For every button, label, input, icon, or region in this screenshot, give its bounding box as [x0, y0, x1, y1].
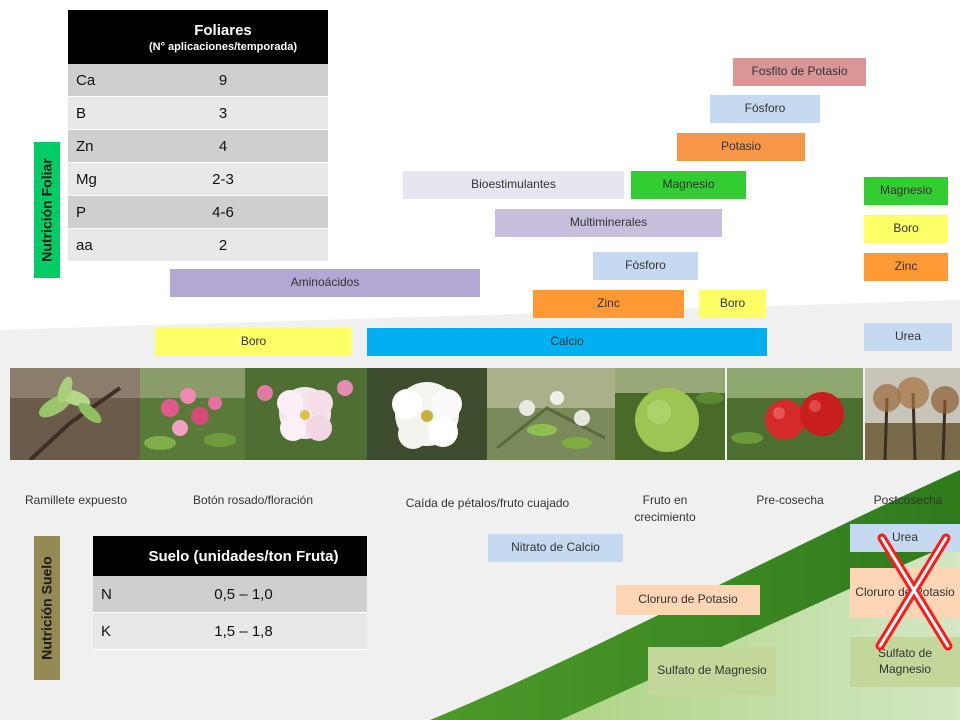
bar-boro-early: Boro	[155, 328, 352, 356]
bar-nitrato-calcio: Nitrato de Calcio	[488, 534, 623, 562]
bar-zinc-mid: Zinc	[533, 290, 684, 318]
bar-zinc-post: Zinc	[864, 253, 948, 281]
bar-urea-post: Urea	[864, 323, 952, 351]
cross-out-icon	[875, 533, 953, 651]
photo-pre-cosecha	[727, 368, 863, 460]
bar-cloruro-mid: Cloruro de Potasio	[616, 585, 760, 615]
bar-aminoacidos: Aminoácidos	[170, 269, 480, 297]
soil-table-header: Suelo (unidades/ton Fruta)	[93, 536, 367, 576]
photo-caida-petalos	[367, 368, 487, 460]
stage-label: Fruto en crecimiento	[634, 493, 696, 525]
bar-magnesio-mid: Magnesio	[631, 171, 746, 199]
bar-fosforo-mid: Fósforo	[593, 252, 698, 280]
stage-label: Pre-cosecha	[756, 493, 824, 507]
stage-label: Postcosecha	[873, 493, 943, 507]
bar-boro-post: Boro	[864, 215, 948, 243]
foliar-table-subtitle: (N° aplicaciones/temporada)	[148, 40, 298, 53]
photo-postcosecha	[865, 368, 960, 460]
photo-floracion	[245, 368, 367, 460]
foliar-table-title: Foliares	[194, 21, 252, 39]
photo-fruto-cuajado	[487, 368, 615, 460]
bar-magnesio-post: Magnesio	[864, 177, 948, 205]
bar-boro-mid: Boro	[699, 290, 766, 318]
stage-label: Botón rosado/floración	[192, 493, 314, 507]
bar-potasio: Potasio	[677, 133, 805, 161]
stage-label: Ramillete expuesto	[24, 493, 128, 507]
photo-fruto-crecimiento	[615, 368, 725, 460]
photo-boton-rosado	[140, 368, 245, 460]
soil-table-title: Suelo (unidades/ton Fruta)	[120, 536, 367, 576]
bar-fosforo-top: Fósforo	[710, 95, 820, 123]
bar-sulfato-mid: Sulfato de Magnesio	[648, 647, 776, 695]
foliar-label: Nutrición Foliar	[34, 142, 60, 278]
bar-bioestimulantes: Bioestimulantes	[403, 171, 624, 199]
foliar-table-header: Foliares (N° aplicaciones/temporada)	[68, 10, 328, 64]
bar-calcio: Calcio	[367, 328, 767, 356]
bar-fosfito-potasio: Fosfito de Potasio	[733, 58, 866, 86]
suelo-label: Nutrición Suelo	[34, 536, 60, 680]
bar-multiminerales: Multiminerales	[495, 209, 722, 237]
stage-label: Caída de pétalos/fruto cuajado	[405, 496, 570, 510]
photo-ramillete	[10, 368, 140, 460]
bar-sulfato-post: Sulfato de Magnesio	[850, 637, 960, 687]
